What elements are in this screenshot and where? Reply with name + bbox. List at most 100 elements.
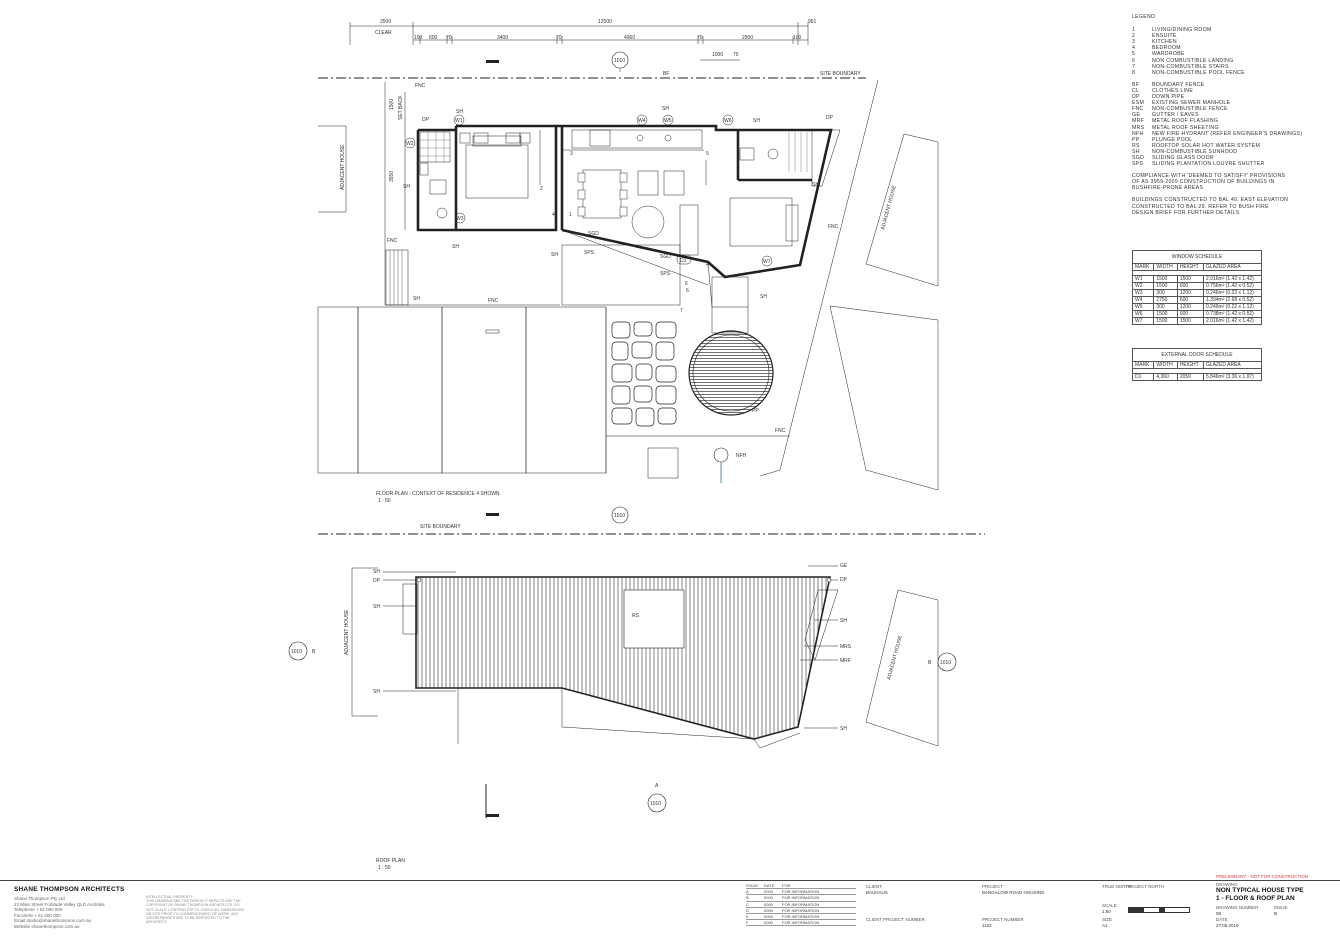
sh-label-4: SH bbox=[662, 106, 669, 112]
roof-dp-2: DP bbox=[840, 577, 848, 583]
legend-numbered-key: 2 bbox=[1132, 33, 1136, 40]
issue-value: B bbox=[1274, 911, 1278, 916]
legend-numbered-value: NON-COMBUSTIBLE POOL FENCE bbox=[1152, 69, 1245, 76]
schedule-cell: 4,360 bbox=[1153, 373, 1178, 381]
preliminary-stamp: PRELIMINARY - NOT FOR CONSTRUCTION bbox=[1216, 874, 1309, 879]
revision-cell: FOR INFORMATION bbox=[782, 901, 820, 907]
schedule-cell: 2.016m² (1.42 x 1.42) bbox=[1203, 317, 1262, 325]
schedule-header-cell: HEIGHT bbox=[1176, 263, 1205, 271]
schedule-cell: 0.246m² (0.22 x 1.12) bbox=[1203, 303, 1262, 311]
legend-numbered-item: 8 NON-COMBUSTIBLE POOL FENCE bbox=[1132, 70, 1332, 76]
legend-abbrev-key: NFH bbox=[1132, 130, 1144, 137]
schedule-cell: 1500 bbox=[1153, 310, 1178, 318]
schedule-header-cell: GLAZED AREA bbox=[1203, 361, 1262, 369]
legend-abbrev-value: PLUNGE POOL bbox=[1152, 136, 1193, 143]
adjacent-house-roof-left: ADJACENT HOUSE bbox=[344, 609, 350, 655]
sh-label-1: SH bbox=[456, 109, 463, 115]
dp-label-1: DP bbox=[422, 117, 430, 123]
fnc-label-4: FNC bbox=[775, 428, 786, 434]
adjacent-house-roof-right: ADJACENT HOUSE bbox=[886, 634, 904, 680]
schedule-cell: 1200 bbox=[1176, 303, 1205, 311]
legend-abbrev-key: SGD bbox=[1132, 154, 1145, 161]
legend-abbrev-key: GE bbox=[1132, 112, 1141, 119]
schedule-cell: 1500 bbox=[1153, 282, 1178, 290]
dim-clear: CLEAR bbox=[375, 30, 392, 36]
legend-abbrev-key: FNC bbox=[1132, 106, 1144, 113]
firm-detail-line: Email studio@shanethompson.com.au bbox=[14, 918, 92, 923]
scale-label: SCALE bbox=[1102, 903, 1117, 908]
revision-cell: D bbox=[746, 907, 749, 913]
schedule-header-cell: WIDTH bbox=[1153, 263, 1178, 271]
site-boundary-label-1: SITE BOUNDARY bbox=[820, 71, 861, 77]
legend-numbered-key: 8 bbox=[1132, 69, 1136, 76]
client-value: BAUHAUS bbox=[866, 890, 888, 895]
revision-cell: FOR INFORMATION bbox=[782, 913, 820, 919]
window-tag-w4: W4 bbox=[638, 118, 646, 124]
schedule-cell: W5 bbox=[1131, 303, 1155, 311]
date-value: 27.06.2019 bbox=[1216, 923, 1239, 928]
revision-cell: FOR INFORMATION bbox=[782, 895, 820, 901]
schedule-header-cell: HEIGHT bbox=[1176, 361, 1205, 369]
dim-2500: 2500 bbox=[380, 19, 391, 25]
sh-label-2: SH bbox=[403, 184, 410, 190]
revision-cell: F bbox=[746, 920, 749, 926]
legend-abbrev-value: EXISTING SEWER MANHOLE bbox=[1152, 100, 1231, 107]
roof-annotations: SH DP SH SH GE DP SH MRS MRF SH bbox=[373, 563, 852, 732]
legend-numbered-value: WARDROBE bbox=[1152, 51, 1185, 58]
revision-cell: 0000 bbox=[764, 913, 773, 919]
sh-label-8: SH bbox=[551, 252, 558, 258]
drawing-label: DRAWING bbox=[1216, 882, 1238, 887]
revision-cell: FOR INFORMATION bbox=[782, 907, 820, 913]
legend-abbrev-key: SH bbox=[1132, 148, 1140, 155]
rs-label: RS bbox=[632, 613, 640, 619]
fnc-label-1: FNC bbox=[415, 83, 426, 89]
revision-cell: FOR INFORMATION bbox=[782, 889, 820, 895]
legend-abbrev-key: BF bbox=[1132, 81, 1140, 88]
top-dimensions: 2500 12500 951 CLEAR 100 600 70 3400 70 … bbox=[349, 19, 817, 230]
title-block: SHANE THOMPSON ARCHITECTS Shane Thompson… bbox=[0, 874, 1340, 948]
sh-label-6: SH bbox=[812, 182, 819, 188]
drawing-number-value: 08 bbox=[1216, 911, 1222, 916]
roof-sh-2: SH bbox=[373, 604, 380, 610]
legend-numbered-key: 3 bbox=[1132, 39, 1136, 46]
date-label: DATE bbox=[1216, 917, 1228, 922]
schedule-cell: D1 bbox=[1131, 373, 1155, 381]
room-2: 2 bbox=[540, 186, 543, 192]
bf-label: BF bbox=[663, 71, 669, 77]
dim-sub-4960: 4960 bbox=[624, 35, 635, 41]
dim-sub-600: 600 bbox=[429, 35, 438, 41]
schedule-cell: W4 bbox=[1131, 296, 1155, 304]
project-number-label: PROJECT NUMBER bbox=[982, 917, 1024, 922]
schedule-cell: 1200 bbox=[1176, 289, 1205, 297]
sh-label-3: SH bbox=[452, 244, 459, 250]
legend-abbrev-key: PP bbox=[1132, 136, 1140, 143]
ip-notice-title: INTELLECTUAL PROPERTY bbox=[146, 895, 193, 899]
project-value: BANGALOW ROAD HOUSING bbox=[982, 890, 1045, 895]
drawing-number-label: DRAWING NUMBER bbox=[1216, 905, 1259, 910]
legend-numbered-key: 4 bbox=[1132, 45, 1136, 52]
legend-numbered-value: ENSUITE bbox=[1152, 33, 1177, 40]
legend-numbered-value: NON-COMBUSTIBLE STAIRS bbox=[1152, 63, 1229, 70]
legend-abbrev-value: ROOFTOP SOLAR HOT WATER SYSTEM bbox=[1152, 142, 1261, 149]
sh-label-a: SH bbox=[413, 296, 420, 302]
drawing-title-line-1: NON TYPICAL HOUSE TYPE bbox=[1216, 887, 1304, 894]
client-project-number-label: CLIENT PROJECT NUMBER bbox=[866, 917, 925, 922]
